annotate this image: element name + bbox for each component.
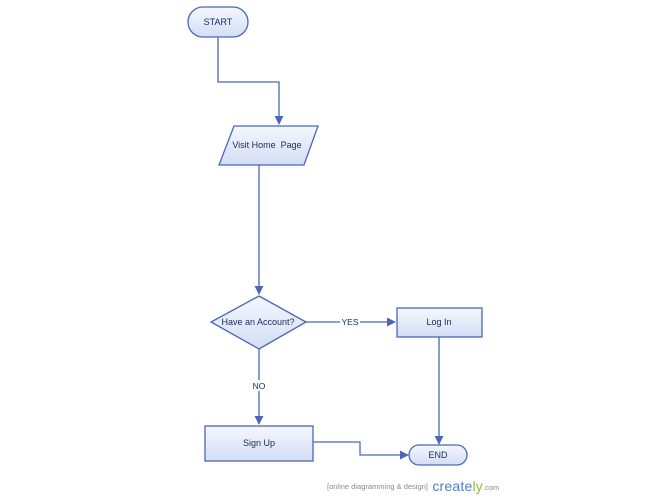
logo-main: create — [432, 478, 473, 494]
logo-suffix: .com — [483, 483, 500, 492]
logo-accent: ly — [472, 478, 483, 494]
node-start[interactable]: START — [187, 6, 249, 38]
edge-label-yes: YES — [341, 317, 358, 327]
node-signup[interactable]: Sign Up — [204, 425, 314, 462]
watermark-tag: [online diagramming & design] — [327, 482, 428, 491]
node-decision-label: Have an Account? — [221, 317, 294, 327]
creately-watermark: [online diagramming & design] creately.c… — [327, 478, 499, 496]
creately-logo: creately — [432, 478, 483, 494]
node-end[interactable]: END — [408, 444, 468, 466]
node-signup-label: Sign Up — [243, 438, 275, 448]
node-login[interactable]: Log In — [396, 307, 483, 338]
node-start-label: START — [204, 17, 233, 27]
node-end-label: END — [428, 450, 448, 460]
node-decision[interactable]: Have an Account? — [209, 295, 308, 350]
edge-label-no: NO — [253, 381, 266, 391]
node-visit-home[interactable]: Visit Home Page — [218, 125, 319, 166]
edge-signup-to-end — [313, 441, 409, 460]
edge-start-to-visit — [217, 37, 284, 125]
node-login-label: Log In — [426, 317, 451, 327]
node-visit-home-label: Visit Home Page — [232, 140, 301, 150]
